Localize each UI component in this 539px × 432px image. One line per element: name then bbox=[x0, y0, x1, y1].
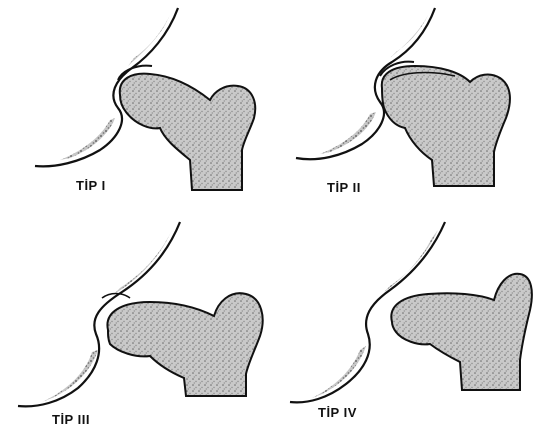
panel-label-tip-1: TİP I bbox=[76, 178, 106, 193]
panel-tip-3 bbox=[18, 222, 263, 406]
pelvis-texture-1 bbox=[128, 15, 170, 66]
panel-label-tip-4: TİP IV bbox=[318, 405, 357, 420]
femur-4 bbox=[391, 274, 532, 390]
panel-tip-2 bbox=[296, 8, 510, 186]
panel-label-tip-3: TİP III bbox=[52, 412, 90, 427]
panel-tip-1 bbox=[35, 8, 255, 190]
panel-label-tip-2: TİP II bbox=[327, 180, 361, 195]
femur-3 bbox=[107, 293, 262, 396]
femur-1 bbox=[120, 74, 255, 190]
femur-2 bbox=[382, 66, 510, 186]
panel-tip-4 bbox=[290, 222, 532, 402]
